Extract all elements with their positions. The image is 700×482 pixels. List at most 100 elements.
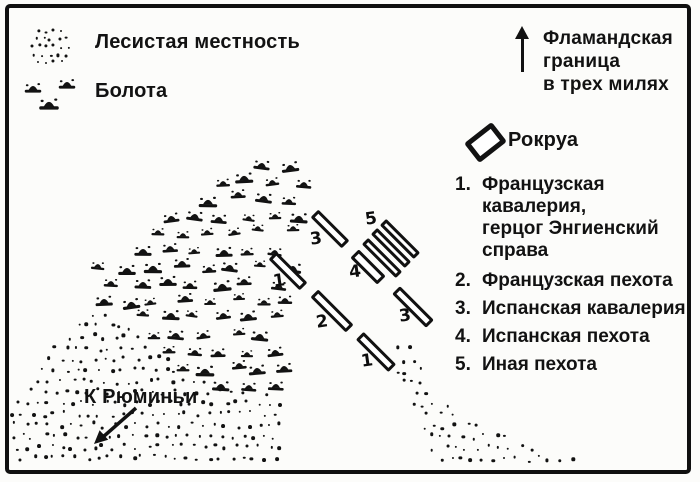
swamp-legend-icon [22,78,86,118]
forest-dot [67,46,70,49]
forest-dot [155,443,159,447]
forest-dot [57,37,62,41]
swamp-symbol [172,255,192,270]
swamp-symbol [194,326,212,340]
forest-dot [100,337,105,342]
forest-dot [148,445,152,448]
key-item: 1. Французская кавалерия, герцог Энгиенс… [455,174,659,262]
swamp-symbol [239,379,258,393]
forest-dot [251,436,256,440]
forest-dot [22,432,25,436]
forest-dot [168,425,171,428]
forest-dot [270,446,273,449]
forest-dot [115,382,119,386]
forest-dot [29,387,33,391]
forest-dot [66,345,70,349]
forest-dot [412,359,417,364]
forest-dot [530,448,534,452]
forest-dot [47,38,51,42]
forest-dot [438,434,442,437]
forest-dot [63,432,67,437]
key-line: справа [482,240,549,261]
swamp-symbol [23,80,43,94]
forest-dot [446,444,450,448]
forest-dot [133,456,137,460]
swamp-symbol [241,210,257,223]
swamp-symbol [197,193,219,209]
swamp-symbol [161,343,177,354]
forest-dot [528,460,531,463]
forest-dot [468,458,472,463]
swamp-symbol [147,329,162,340]
swamp-symbol [246,360,267,376]
forest-dot [155,433,159,438]
forest-dot [34,421,38,425]
forest-dot [52,434,55,437]
forest-dot [35,37,39,40]
forest-dot [99,349,103,353]
forest-dot [274,457,279,461]
flemish-line: в трех милях [543,74,669,95]
forest-dot [88,458,92,462]
key-item-number: 4. [455,326,471,347]
forest-dot [273,413,277,417]
forest-dot [452,422,456,426]
forest-dot [106,400,109,403]
forest-dot [419,367,423,370]
forest-dot [44,454,49,459]
swamp-symbol [203,296,217,306]
swamp-symbol [176,228,191,239]
swamp-symbol [175,361,191,372]
forest-dot [62,402,65,406]
forest-dot [151,413,154,416]
forest-dot [56,53,60,57]
forest-dot [78,323,82,327]
forest-dot [220,424,225,429]
forest-dot [278,402,283,407]
swamp-symbol [117,261,138,276]
swamp-symbol [269,277,289,292]
forest-dot [121,355,125,359]
forest-dot [97,368,100,371]
forest-dot [93,332,98,337]
swamp-symbol [235,273,254,287]
forest-dot [157,354,161,358]
forest-dot [537,454,541,458]
swamp-symbol [238,245,254,257]
arrow-shaft [521,38,524,72]
forest-dot [204,445,208,449]
swamp-symbol [184,307,200,319]
forest-dot [249,410,252,413]
swamp-symbol [219,258,241,275]
forest-dot [77,368,80,372]
forest-dot [64,54,68,58]
forest-dot [447,434,451,438]
forest-dot [12,436,16,440]
forest-dot [176,425,181,430]
forest-dot [237,426,241,430]
forest-dot [513,455,516,459]
forest-dot [202,424,205,428]
forest-dot [169,399,173,403]
swamp-symbol [57,76,77,90]
forest-dot [264,393,269,397]
forest-dot [117,390,120,393]
swamp-symbol [233,169,255,186]
forest-dot [208,433,213,438]
swamp-symbol [231,325,247,337]
forest-dot [70,422,73,426]
forest-dot [79,400,83,403]
forest-dot [183,392,187,397]
forest-dot [156,421,160,425]
forest-dot [183,456,187,460]
forest-dot [259,424,263,427]
unit-number: 5 [363,208,379,230]
forest-dot [55,392,59,395]
forest-dot [222,446,226,450]
forest-dot [104,357,107,360]
forest-dot [108,436,111,439]
swamp-symbol [250,221,265,233]
forest-dot [9,413,14,417]
forest-dot [424,391,428,396]
swamp-symbol [160,306,182,322]
